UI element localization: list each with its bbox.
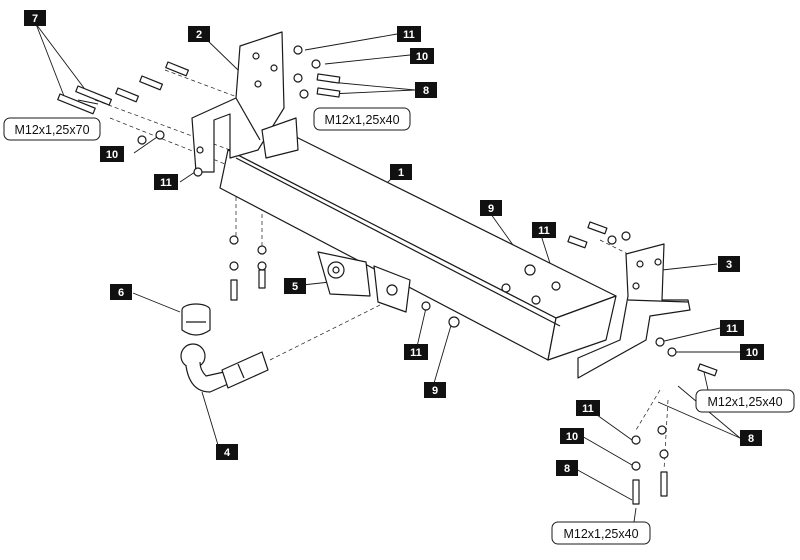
washers-and-nuts bbox=[137, 45, 718, 505]
svg-text:10: 10 bbox=[746, 347, 758, 359]
crossbar-part-1 bbox=[219, 133, 617, 361]
svg-text:6: 6 bbox=[118, 287, 124, 299]
svg-text:11: 11 bbox=[726, 323, 738, 335]
callout-8a: 8 bbox=[415, 82, 437, 98]
bolt-spec-labels: M12x1,25x70 M12x1,25x40 M12x1,25x40 M12x… bbox=[3, 107, 795, 545]
callout-8c: 8 bbox=[556, 460, 578, 476]
svg-text:8: 8 bbox=[564, 463, 570, 475]
callout-10a: 10 bbox=[410, 48, 434, 64]
callout-8b: 8 bbox=[740, 430, 762, 446]
callout-10b: 10 bbox=[100, 146, 124, 162]
socket-bracket-part-5 bbox=[317, 251, 411, 313]
svg-text:2: 2 bbox=[196, 29, 202, 41]
svg-text:1: 1 bbox=[398, 167, 404, 179]
callout-11c: 11 bbox=[532, 222, 556, 238]
label-left-short: M12x1,25x40 bbox=[313, 107, 411, 131]
svg-text:3: 3 bbox=[726, 259, 732, 271]
callout-11f: 11 bbox=[576, 400, 600, 416]
svg-text:11: 11 bbox=[403, 29, 415, 41]
svg-text:4: 4 bbox=[224, 447, 231, 459]
svg-text:M12x1,25x70: M12x1,25x70 bbox=[14, 123, 89, 137]
ball-cover-part-6 bbox=[181, 303, 211, 336]
svg-text:9: 9 bbox=[488, 203, 494, 215]
callout-11d: 11 bbox=[404, 344, 428, 360]
right-bracket-part-3 bbox=[577, 243, 691, 379]
callout-4: 4 bbox=[216, 444, 238, 460]
callout-10c: 10 bbox=[740, 344, 764, 360]
svg-text:8: 8 bbox=[423, 85, 429, 97]
callout-2: 2 bbox=[188, 26, 210, 42]
callouts: 7 2 11 10 8 10 11 1 9 11 3 5 6 11 9 11 1… bbox=[24, 10, 764, 476]
svg-text:11: 11 bbox=[160, 177, 172, 189]
left-bracket-part-2 bbox=[191, 31, 299, 173]
svg-text:M12x1,25x40: M12x1,25x40 bbox=[324, 113, 399, 127]
callout-9b: 9 bbox=[424, 382, 446, 398]
callout-5: 5 bbox=[284, 278, 306, 294]
leader-lines bbox=[35, 23, 741, 523]
callout-11e: 11 bbox=[720, 320, 744, 336]
svg-text:11: 11 bbox=[410, 347, 422, 359]
svg-text:M12x1,25x40: M12x1,25x40 bbox=[563, 527, 638, 541]
callout-1: 1 bbox=[390, 164, 412, 180]
label-right-side: M12x1,25x40 bbox=[695, 389, 795, 413]
label-left-long: M12x1,25x70 bbox=[3, 117, 101, 141]
bolts-upper-left bbox=[57, 61, 341, 115]
svg-text:11: 11 bbox=[582, 403, 594, 415]
svg-text:10: 10 bbox=[106, 149, 118, 161]
svg-text:5: 5 bbox=[292, 281, 298, 293]
callout-11a: 11 bbox=[397, 26, 421, 42]
svg-text:M12x1,25x40: M12x1,25x40 bbox=[707, 395, 782, 409]
svg-text:9: 9 bbox=[432, 385, 438, 397]
svg-text:8: 8 bbox=[748, 433, 754, 445]
label-right-bottom: M12x1,25x40 bbox=[551, 521, 651, 545]
svg-text:10: 10 bbox=[416, 51, 428, 63]
towball-part-4 bbox=[180, 343, 269, 393]
svg-text:10: 10 bbox=[566, 431, 578, 443]
callout-11b: 11 bbox=[154, 174, 178, 190]
svg-text:7: 7 bbox=[32, 13, 38, 25]
svg-text:11: 11 bbox=[538, 225, 550, 237]
callout-6: 6 bbox=[110, 284, 132, 300]
callout-10d: 10 bbox=[560, 428, 584, 444]
callout-7: 7 bbox=[24, 10, 46, 26]
callout-9a: 9 bbox=[480, 200, 502, 216]
callout-3: 3 bbox=[718, 256, 740, 272]
